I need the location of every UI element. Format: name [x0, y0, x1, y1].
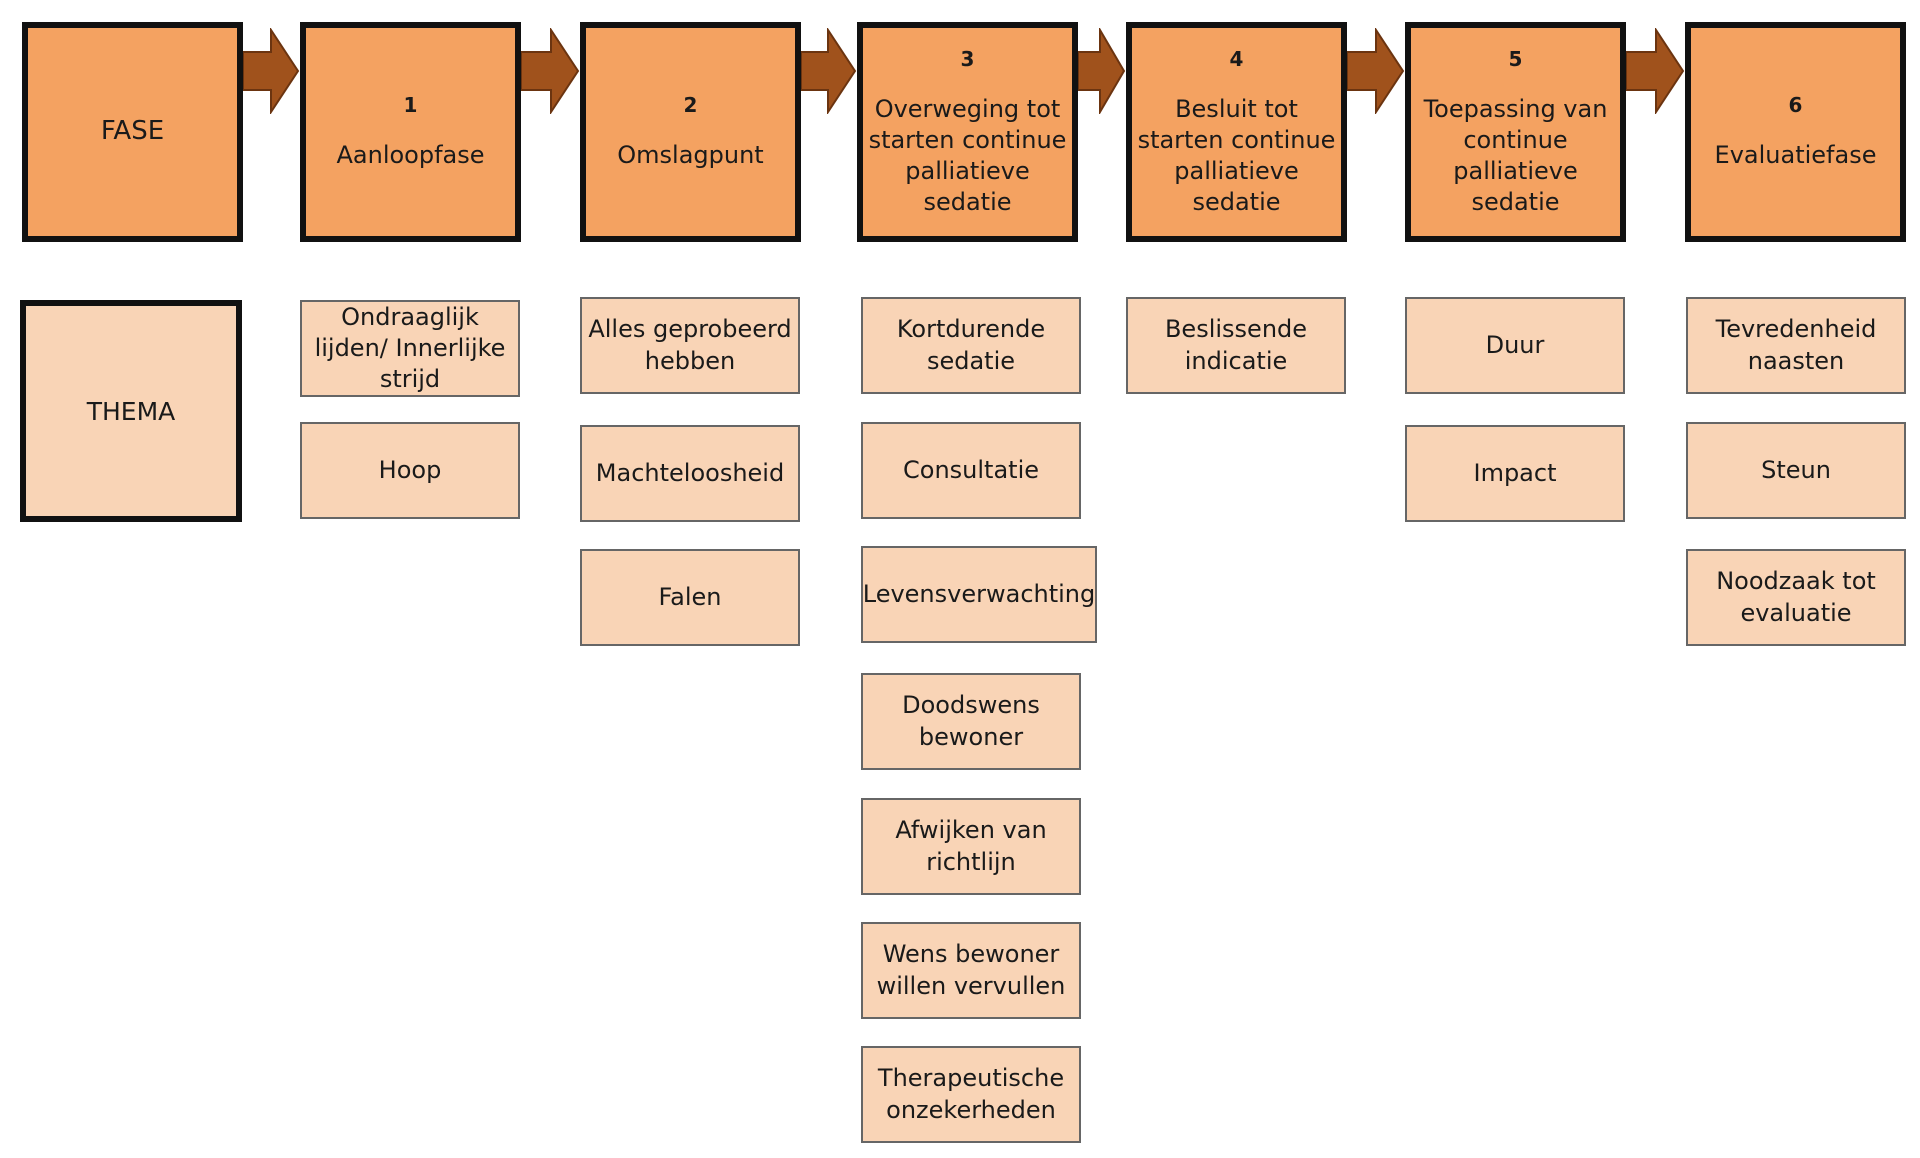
theme-label: Wens bewoner willen vervullen [876, 940, 1066, 1000]
phase-1-title: Aanloopfase [336, 141, 485, 170]
theme-label: Consultatie [903, 455, 1039, 484]
theme-header-thema: THEMA [20, 300, 242, 522]
theme-label: Kortdurende sedatie [896, 315, 1046, 375]
phase-2-box: 2 Omslagpunt [580, 22, 801, 242]
phase-3-title: Overweging tot starten continue palliati… [868, 94, 1067, 217]
theme-box: Noodzaak tot evaluatie [1686, 549, 1906, 646]
theme-box: Therapeutische onzekerheden [861, 1046, 1081, 1143]
arrow-right-icon [801, 28, 857, 114]
phase-4-box: 4 Besluit tot starten continue palliatie… [1126, 22, 1347, 242]
theme-box: Levensverwachting [861, 546, 1097, 643]
theme-box: Doodswens bewoner [861, 673, 1081, 770]
phase-header-fase: FASE [22, 22, 243, 242]
theme-label: Tevredenheid naasten [1715, 315, 1877, 375]
theme-label: Duur [1485, 330, 1545, 359]
theme-box: Impact [1405, 425, 1625, 522]
phase-3-number: 3 [960, 46, 975, 71]
phase-2-number: 2 [683, 93, 698, 118]
phase-3-box: 3 Overweging tot starten continue pallia… [857, 22, 1078, 242]
theme-label: Machteloosheid [595, 458, 785, 487]
theme-box: Hoop [300, 422, 520, 519]
theme-box: Afwijken van richtlijn [861, 798, 1081, 895]
theme-label: Noodzaak tot evaluatie [1716, 567, 1876, 627]
theme-box: Alles geprobeerd hebben [580, 297, 800, 394]
theme-box: Falen [580, 549, 800, 646]
theme-box: Consultatie [861, 422, 1081, 519]
thema-label: THEMA [86, 396, 176, 426]
theme-box: Machteloosheid [580, 425, 800, 522]
arrow-right-icon [521, 28, 580, 114]
theme-label: Alles geprobeerd hebben [588, 315, 792, 375]
arrow-right-icon [1626, 28, 1685, 114]
theme-box: Ondraaglijk lijden/ Innerlijke strijd [300, 300, 520, 397]
theme-label: Hoop [378, 455, 442, 484]
theme-box: Tevredenheid naasten [1686, 297, 1906, 394]
theme-label: Doodswens bewoner [902, 691, 1040, 751]
theme-box: Kortdurende sedatie [861, 297, 1081, 394]
theme-label: Impact [1473, 458, 1557, 487]
phase-5-number: 5 [1508, 46, 1523, 71]
phase-4-number: 4 [1229, 46, 1244, 71]
fase-label: FASE [100, 116, 165, 147]
phase-1-box: 1 Aanloopfase [300, 22, 521, 242]
phase-5-title: Toepassing van continue palliatieve seda… [1423, 94, 1608, 217]
arrow-right-icon [1347, 28, 1405, 114]
theme-box: Steun [1686, 422, 1906, 519]
theme-box: Beslissende indicatie [1126, 297, 1346, 394]
phase-6-title: Evaluatiefase [1714, 141, 1877, 170]
theme-label: Therapeutische onzekerheden [877, 1064, 1065, 1124]
theme-label: Levensverwachting [862, 579, 1096, 608]
theme-label: Afwijken van richtlijn [895, 816, 1047, 876]
theme-box: Duur [1405, 297, 1625, 394]
theme-label: Steun [1761, 455, 1831, 484]
phase-2-title: Omslagpunt [617, 141, 764, 170]
theme-label: Ondraaglijk lijden/ Innerlijke strijd [314, 302, 506, 394]
phase-6-box: 6 Evaluatiefase [1685, 22, 1906, 242]
phase-5-box: 5 Toepassing van continue palliatieve se… [1405, 22, 1626, 242]
arrow-right-icon [1078, 28, 1126, 114]
theme-box: Wens bewoner willen vervullen [861, 922, 1081, 1019]
phase-4-title: Besluit tot starten continue palliatieve… [1137, 94, 1336, 217]
theme-label: Beslissende indicatie [1164, 315, 1308, 375]
phase-6-number: 6 [1788, 93, 1803, 118]
arrow-right-icon [243, 28, 300, 114]
phase-1-number: 1 [403, 93, 418, 118]
theme-label: Falen [658, 582, 722, 611]
